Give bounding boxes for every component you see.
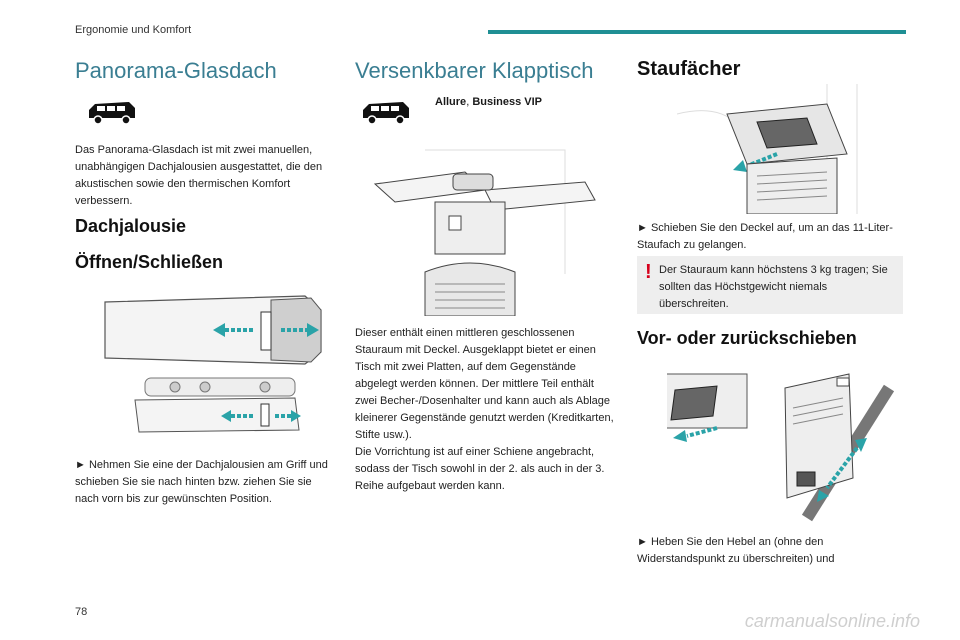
sunblind-figure xyxy=(85,290,335,450)
oeffnen-heading: Öffnen/Schließen xyxy=(75,252,224,272)
storage-figure xyxy=(677,84,887,214)
section-header: Ergonomie und Komfort xyxy=(75,24,192,36)
warning-text: Der Stauraum kann höchstens 3 kg tragen;… xyxy=(659,264,888,310)
page-number: 78 xyxy=(75,606,88,618)
trim-separator: , xyxy=(466,96,473,108)
staufaecher-title: Staufächer xyxy=(637,58,741,80)
table-figure xyxy=(365,144,605,316)
panorama-intro: Das Panorama-Glasdach ist mit zwei manue… xyxy=(75,144,323,207)
header-accent-bar xyxy=(488,30,906,34)
klapptisch-title: Versenkbarer Klapptisch xyxy=(355,58,594,83)
klapptisch-body: Dieser enthält einen mittleren geschloss… xyxy=(355,327,614,492)
warning-box: ! Der Stauraum kann höchstens 3 kg trage… xyxy=(637,256,903,314)
watermark: carmanualsonline.info xyxy=(744,611,920,631)
trim-levels: Allure, Business VIP xyxy=(435,96,542,108)
panorama-title: Panorama-Glasdach xyxy=(75,58,277,83)
dachjalousie-heading: Dachjalousie xyxy=(75,216,187,236)
van-icon xyxy=(89,102,135,125)
panorama-instruction: ► Nehmen Sie eine der Dachjalousien am G… xyxy=(75,459,328,505)
vorschieben-instruction: ► Heben Sie den Hebel an (ohne den Wider… xyxy=(637,536,835,565)
van-icon xyxy=(363,102,409,125)
staufaecher-instruction: ► Schieben Sie den Deckel auf, um an das… xyxy=(637,222,893,251)
trim-allure: Allure xyxy=(435,96,467,108)
trim-business: Business VIP xyxy=(472,96,543,108)
warning-icon: ! xyxy=(645,261,652,283)
vorschieben-heading: Vor- oder zurückschieben xyxy=(637,328,857,348)
slide-figure xyxy=(657,368,907,528)
